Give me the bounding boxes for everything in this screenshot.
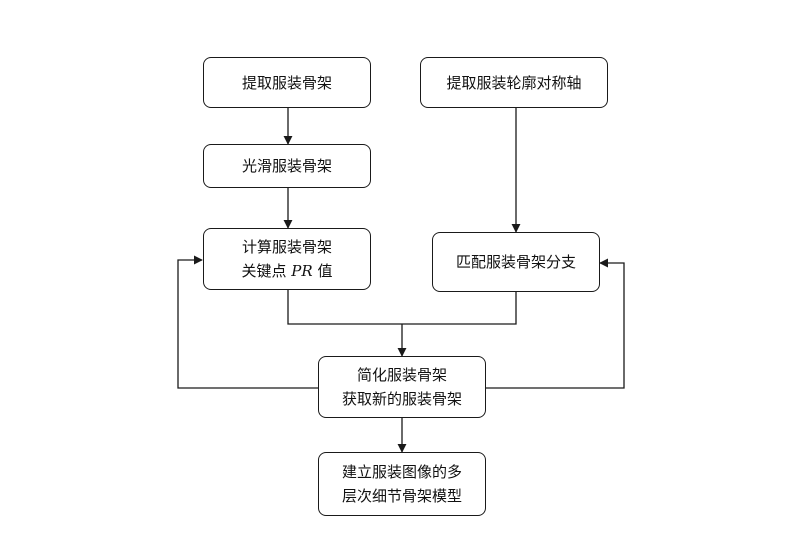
connector-compute-merge — [287, 290, 517, 325]
node-simplify-line1: 简化服装骨架 — [356, 366, 447, 384]
node-compute-pr-line2-prefix: 关键点 — [241, 262, 292, 280]
node-simplify: 简化服装骨架 获取新的服装骨架 — [318, 356, 486, 418]
node-simplify-line2: 获取新的服装骨架 — [341, 390, 462, 408]
node-build-model-line1: 建立服装图像的多 — [341, 463, 462, 481]
node-extract-axis: 提取服装轮廓对称轴 — [420, 57, 608, 108]
node-smooth-skeleton: 光滑服装骨架 — [203, 144, 371, 188]
node-extract-skeleton: 提取服装骨架 — [203, 57, 371, 108]
node-compute-pr-line2-italic: PR — [291, 262, 313, 280]
node-smooth-skeleton-label: 光滑服装骨架 — [241, 157, 332, 175]
node-compute-pr-line2-suffix: 值 — [312, 262, 333, 280]
arrow-feedback-right — [486, 258, 625, 389]
node-compute-pr-line2: 关键点 PR 值 — [242, 259, 333, 283]
node-extract-skeleton-label: 提取服装骨架 — [241, 73, 332, 92]
node-extract-axis-label: 提取服装轮廓对称轴 — [446, 73, 582, 92]
node-compute-pr: 计算服装骨架 关键点 PR 值 — [203, 228, 371, 290]
arrow-feedback-left — [177, 255, 318, 389]
node-compute-pr-line1: 计算服装骨架 — [241, 238, 332, 256]
node-build-model-line2: 层次细节骨架模型 — [341, 487, 462, 505]
node-build-model: 建立服装图像的多 层次细节骨架模型 — [318, 452, 486, 516]
node-match-branches-label: 匹配服装骨架分支 — [455, 253, 576, 271]
node-match-branches: 匹配服装骨架分支 — [432, 232, 600, 292]
